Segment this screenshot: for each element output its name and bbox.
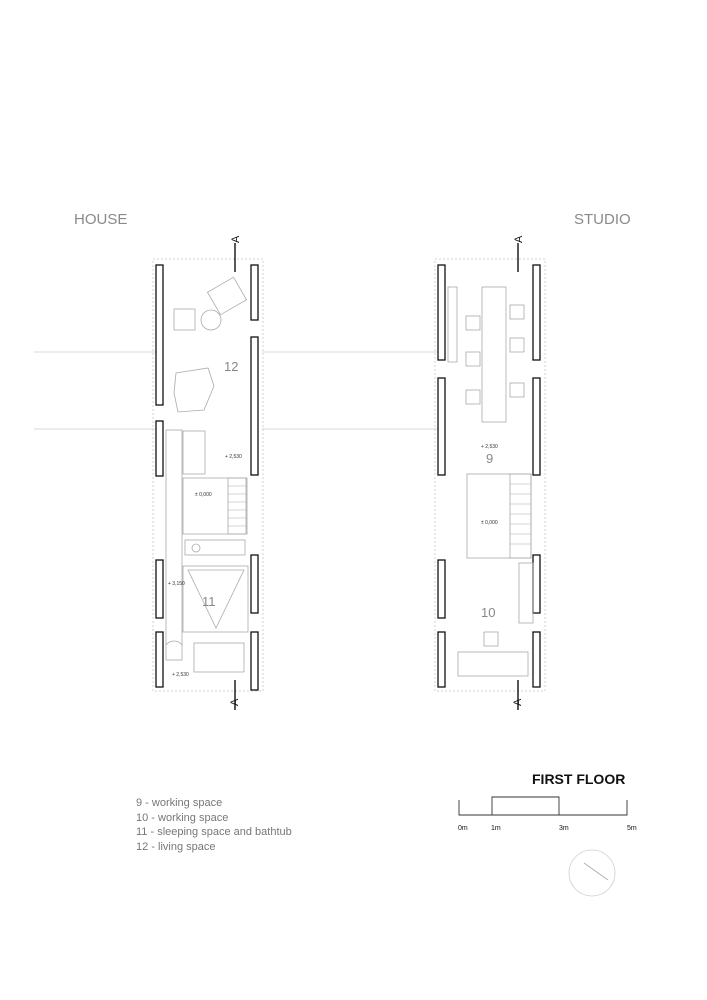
scale-label-0m: 0m [458, 825, 468, 832]
room-label-9: 9 [486, 451, 493, 466]
house-left-walls [155, 264, 164, 688]
house-plan: A A 12 11 + 2,530 ± 0,000 + 3,150 + 2,53… [152, 235, 264, 710]
studio-section-mark-bottom: A [512, 698, 524, 706]
house-furniture [165, 276, 249, 673]
room-label-12: 12 [224, 359, 238, 374]
legend: 9 - working space 10 - working space 11 … [136, 796, 292, 854]
scale-label-1m: 1m [491, 825, 501, 832]
house-outline [152, 258, 264, 692]
studio-left-walls [437, 264, 446, 688]
scale-label-5m: 5m [627, 825, 637, 832]
level-house-sleep: + 3,150 [168, 581, 185, 587]
north-arrow-icon [568, 849, 616, 897]
level-studio-stair: ± 0,000 [481, 520, 498, 526]
site-lines [34, 351, 438, 430]
level-studio-upper: + 2,530 [481, 444, 498, 450]
floor-title: FIRST FLOOR [532, 771, 626, 787]
studio-title: STUDIO [574, 211, 631, 228]
house-section-mark-top: A [230, 235, 242, 243]
legend-item-10: 10 - working space [136, 811, 229, 824]
studio-stair-treads [510, 483, 531, 545]
scale-bar: 0m 1m 3m 5m [458, 796, 637, 832]
studio-right-walls [532, 264, 541, 688]
level-house-stair: ± 0,000 [195, 492, 212, 498]
studio-plan: A A 9 10 + 2,530 ± 0,000 [434, 235, 546, 710]
level-house-upper: + 2,530 [225, 454, 242, 460]
studio-furniture [447, 286, 534, 677]
legend-item-9: 9 - working space [136, 797, 223, 809]
scale-label-3m: 3m [559, 825, 569, 832]
house-stair-treads [228, 485, 246, 527]
legend-item-12: 12 - living space [136, 840, 216, 853]
house-section-mark-bottom: A [229, 698, 241, 706]
house-title: HOUSE [74, 211, 128, 228]
level-house-bath: + 2,530 [172, 672, 189, 678]
studio-outline [434, 258, 546, 692]
room-label-11: 11 [202, 594, 216, 609]
house-right-walls [250, 264, 259, 691]
legend-item-11: 11 - sleeping space and bathtub [136, 826, 292, 838]
studio-section-mark-top: A [513, 235, 525, 243]
room-label-10: 10 [481, 605, 495, 620]
